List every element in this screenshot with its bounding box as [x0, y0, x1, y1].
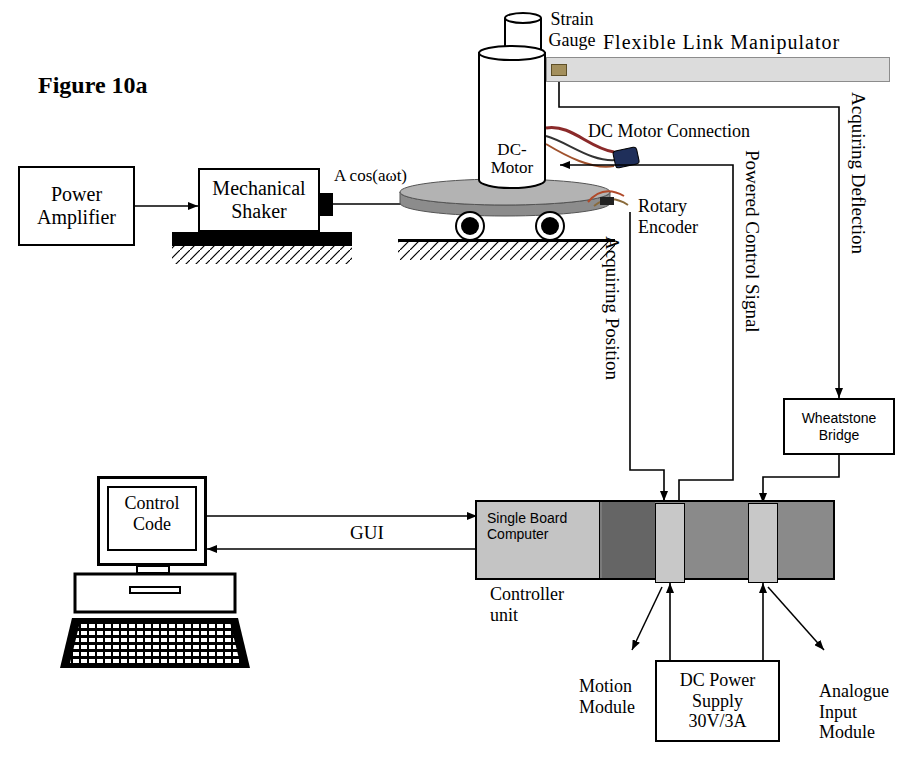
motion-module: Motion Module: [655, 503, 685, 583]
node-label: Power Amplifier: [27, 183, 127, 229]
edge-label: Powered Control Signal: [741, 150, 763, 333]
leader-line: [768, 587, 824, 650]
shaker-rod: [333, 203, 401, 205]
ground-hatch: [172, 246, 352, 264]
part-label: A cos(aωt): [334, 166, 407, 186]
connector: [135, 205, 198, 207]
controller-label: Controller unit: [490, 584, 585, 625]
cart-wheel-hub: [541, 217, 559, 235]
motor-label: DC- Motor: [478, 141, 546, 177]
shaker-base: [172, 232, 352, 246]
strain-gauge: Strain Gauge: [551, 64, 567, 76]
node-label: Control Code: [109, 488, 195, 534]
connector: [560, 165, 733, 503]
monitor-screen: Control Code: [107, 486, 197, 551]
ground-hatch: [398, 242, 615, 260]
motor-cable: [546, 144, 614, 167]
connector: [207, 515, 477, 517]
keyboard-keys: [70, 622, 240, 663]
connector: [207, 548, 477, 550]
cart-wheel: [456, 212, 484, 240]
module-label: Analogue Input Module: [819, 681, 893, 743]
signal-wire: [630, 212, 664, 501]
part-label: DC Motor Connection: [588, 121, 750, 142]
signal-label: Acquiring Position: [601, 236, 623, 380]
gauge-label: Strain Gauge: [544, 9, 600, 50]
single-board-computer: Single Board Computer: [477, 502, 600, 578]
link-label: Flexible Link Manipulator: [603, 31, 840, 54]
connector: [762, 583, 764, 660]
process-box: Mechanical Shaker: [198, 168, 320, 232]
edge-label: Acquiring Deflection: [847, 92, 869, 254]
power-supply-box: DC Power Supply 30V/3A: [655, 660, 780, 742]
sbc-label: Single Board Computer: [487, 510, 587, 542]
ground-line: [398, 239, 615, 242]
node-label: DC Power Supply 30V/3A: [668, 670, 768, 732]
module-label: Motion Module: [579, 676, 643, 717]
cart-wheel-hub: [461, 217, 479, 235]
motor-body: [479, 53, 545, 188]
motor-top: [479, 46, 545, 60]
disk-slot: [130, 587, 180, 593]
flexible-link-bar: Flexible Link ManipulatorStrain Gauge: [546, 57, 890, 82]
dc-motor: DC- Motor: [478, 45, 560, 188]
edge-label: GUI: [347, 522, 387, 544]
analogue-input-module: Analogue Input Module: [748, 503, 778, 583]
connector: [763, 455, 839, 503]
computer-case: [75, 574, 235, 612]
part-label: Rotary Encoder: [638, 196, 718, 237]
process-box: Wheatstone Bridge: [783, 398, 895, 455]
process-box: Power Amplifier: [18, 166, 135, 246]
monitor-neck: [137, 566, 169, 573]
rotary-encoder: [600, 197, 614, 205]
motor-hub-top: [505, 13, 541, 23]
shaker-head: [320, 193, 333, 216]
computer-monitor: Control Code: [97, 476, 207, 566]
figure-title: Figure 10a: [38, 72, 148, 99]
cart-wheel: [536, 212, 564, 240]
node-label: Mechanical Shaker: [207, 177, 312, 223]
controller-unit: Controller unitSingle Board ComputerMoti…: [475, 500, 835, 580]
keyboard: [60, 618, 250, 668]
connector: [669, 583, 671, 660]
node-label: Wheatstone Bridge: [792, 410, 887, 442]
connector: [559, 76, 839, 398]
leader-line: [632, 587, 662, 650]
